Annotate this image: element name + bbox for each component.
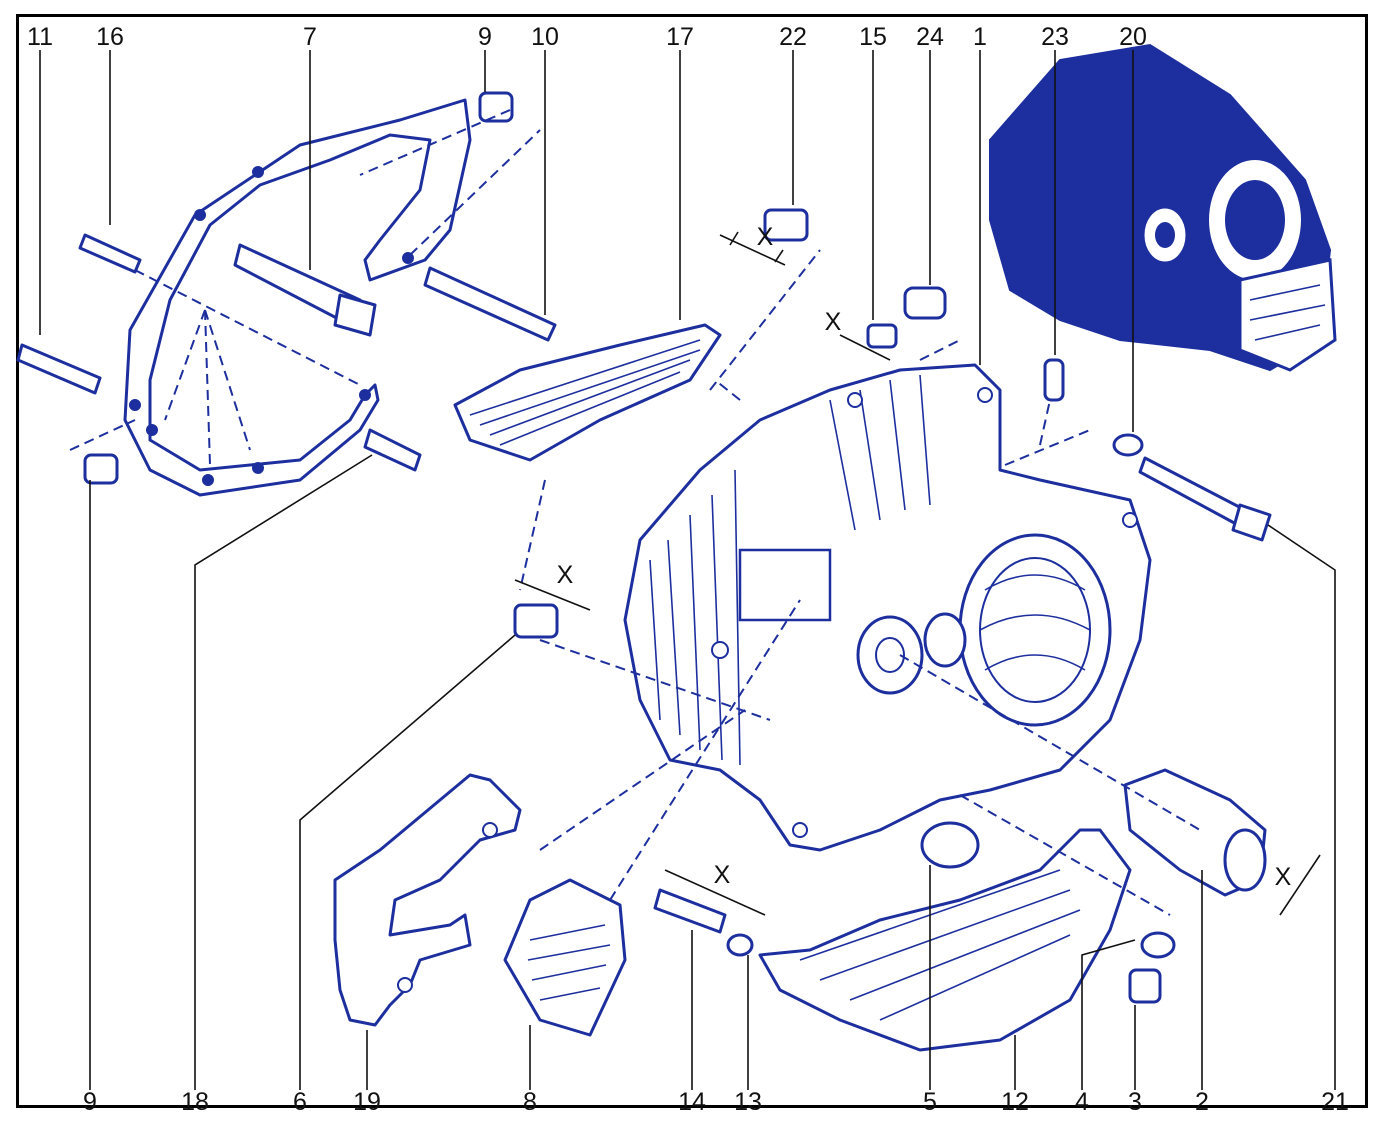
diagram-frame (16, 14, 1368, 1108)
callout-label: 22 (779, 23, 807, 51)
callout-label: 15 (859, 23, 887, 51)
callout-labels-top: 11 16 7 9 10 17 22 15 24 1 23 20 (27, 23, 1147, 51)
callout-label: 18 (181, 1088, 209, 1116)
assembly-lines (69, 109, 1201, 916)
callout-label: 3 (1128, 1088, 1142, 1116)
callout-label: 6 (293, 1088, 307, 1116)
callout-label: 1 (973, 23, 987, 51)
dimension-label: X (825, 308, 842, 336)
callout-label: 20 (1119, 23, 1147, 51)
gearshift-boot (503, 878, 627, 1037)
callout-label: 24 (916, 23, 944, 51)
heat-shield (453, 323, 722, 462)
dimension-markers: X X X X X (514, 223, 1321, 916)
assembled-gearbox-inset (989, 43, 1337, 372)
callout-label: 9 (478, 23, 492, 51)
callout-label: 13 (734, 1088, 762, 1116)
callout-labels-bottom: 9 18 6 19 8 14 13 5 12 4 3 2 21 (83, 1088, 1349, 1116)
callout-label: 12 (1001, 1088, 1029, 1116)
dimension-label: X (714, 861, 731, 889)
callout-label: 7 (303, 23, 317, 51)
callout-label: 19 (353, 1088, 381, 1116)
callout-label: 14 (678, 1088, 706, 1116)
callout-label: 17 (666, 23, 694, 51)
bolts-and-fasteners (16, 91, 1272, 1004)
mounting-bracket (333, 773, 522, 1027)
gearbox-housing (623, 363, 1152, 852)
callout-label: 2 (1195, 1088, 1209, 1116)
callout-label: 21 (1321, 1088, 1349, 1116)
cover-plate (123, 98, 472, 497)
callout-label: 8 (523, 1088, 537, 1116)
dimension-label: X (1275, 863, 1292, 891)
callout-label: 10 (531, 23, 559, 51)
dimension-label: X (557, 561, 574, 589)
guide-sleeve (1123, 768, 1267, 897)
callout-label: 4 (1075, 1088, 1089, 1116)
callout-label: 11 (27, 23, 53, 51)
callout-label: 23 (1041, 23, 1069, 51)
callout-label: 9 (83, 1088, 97, 1116)
leader-lines (39, 50, 1336, 1090)
callout-label: 16 (96, 23, 124, 51)
dimension-label: X (757, 223, 774, 251)
callout-label: 5 (923, 1088, 937, 1116)
